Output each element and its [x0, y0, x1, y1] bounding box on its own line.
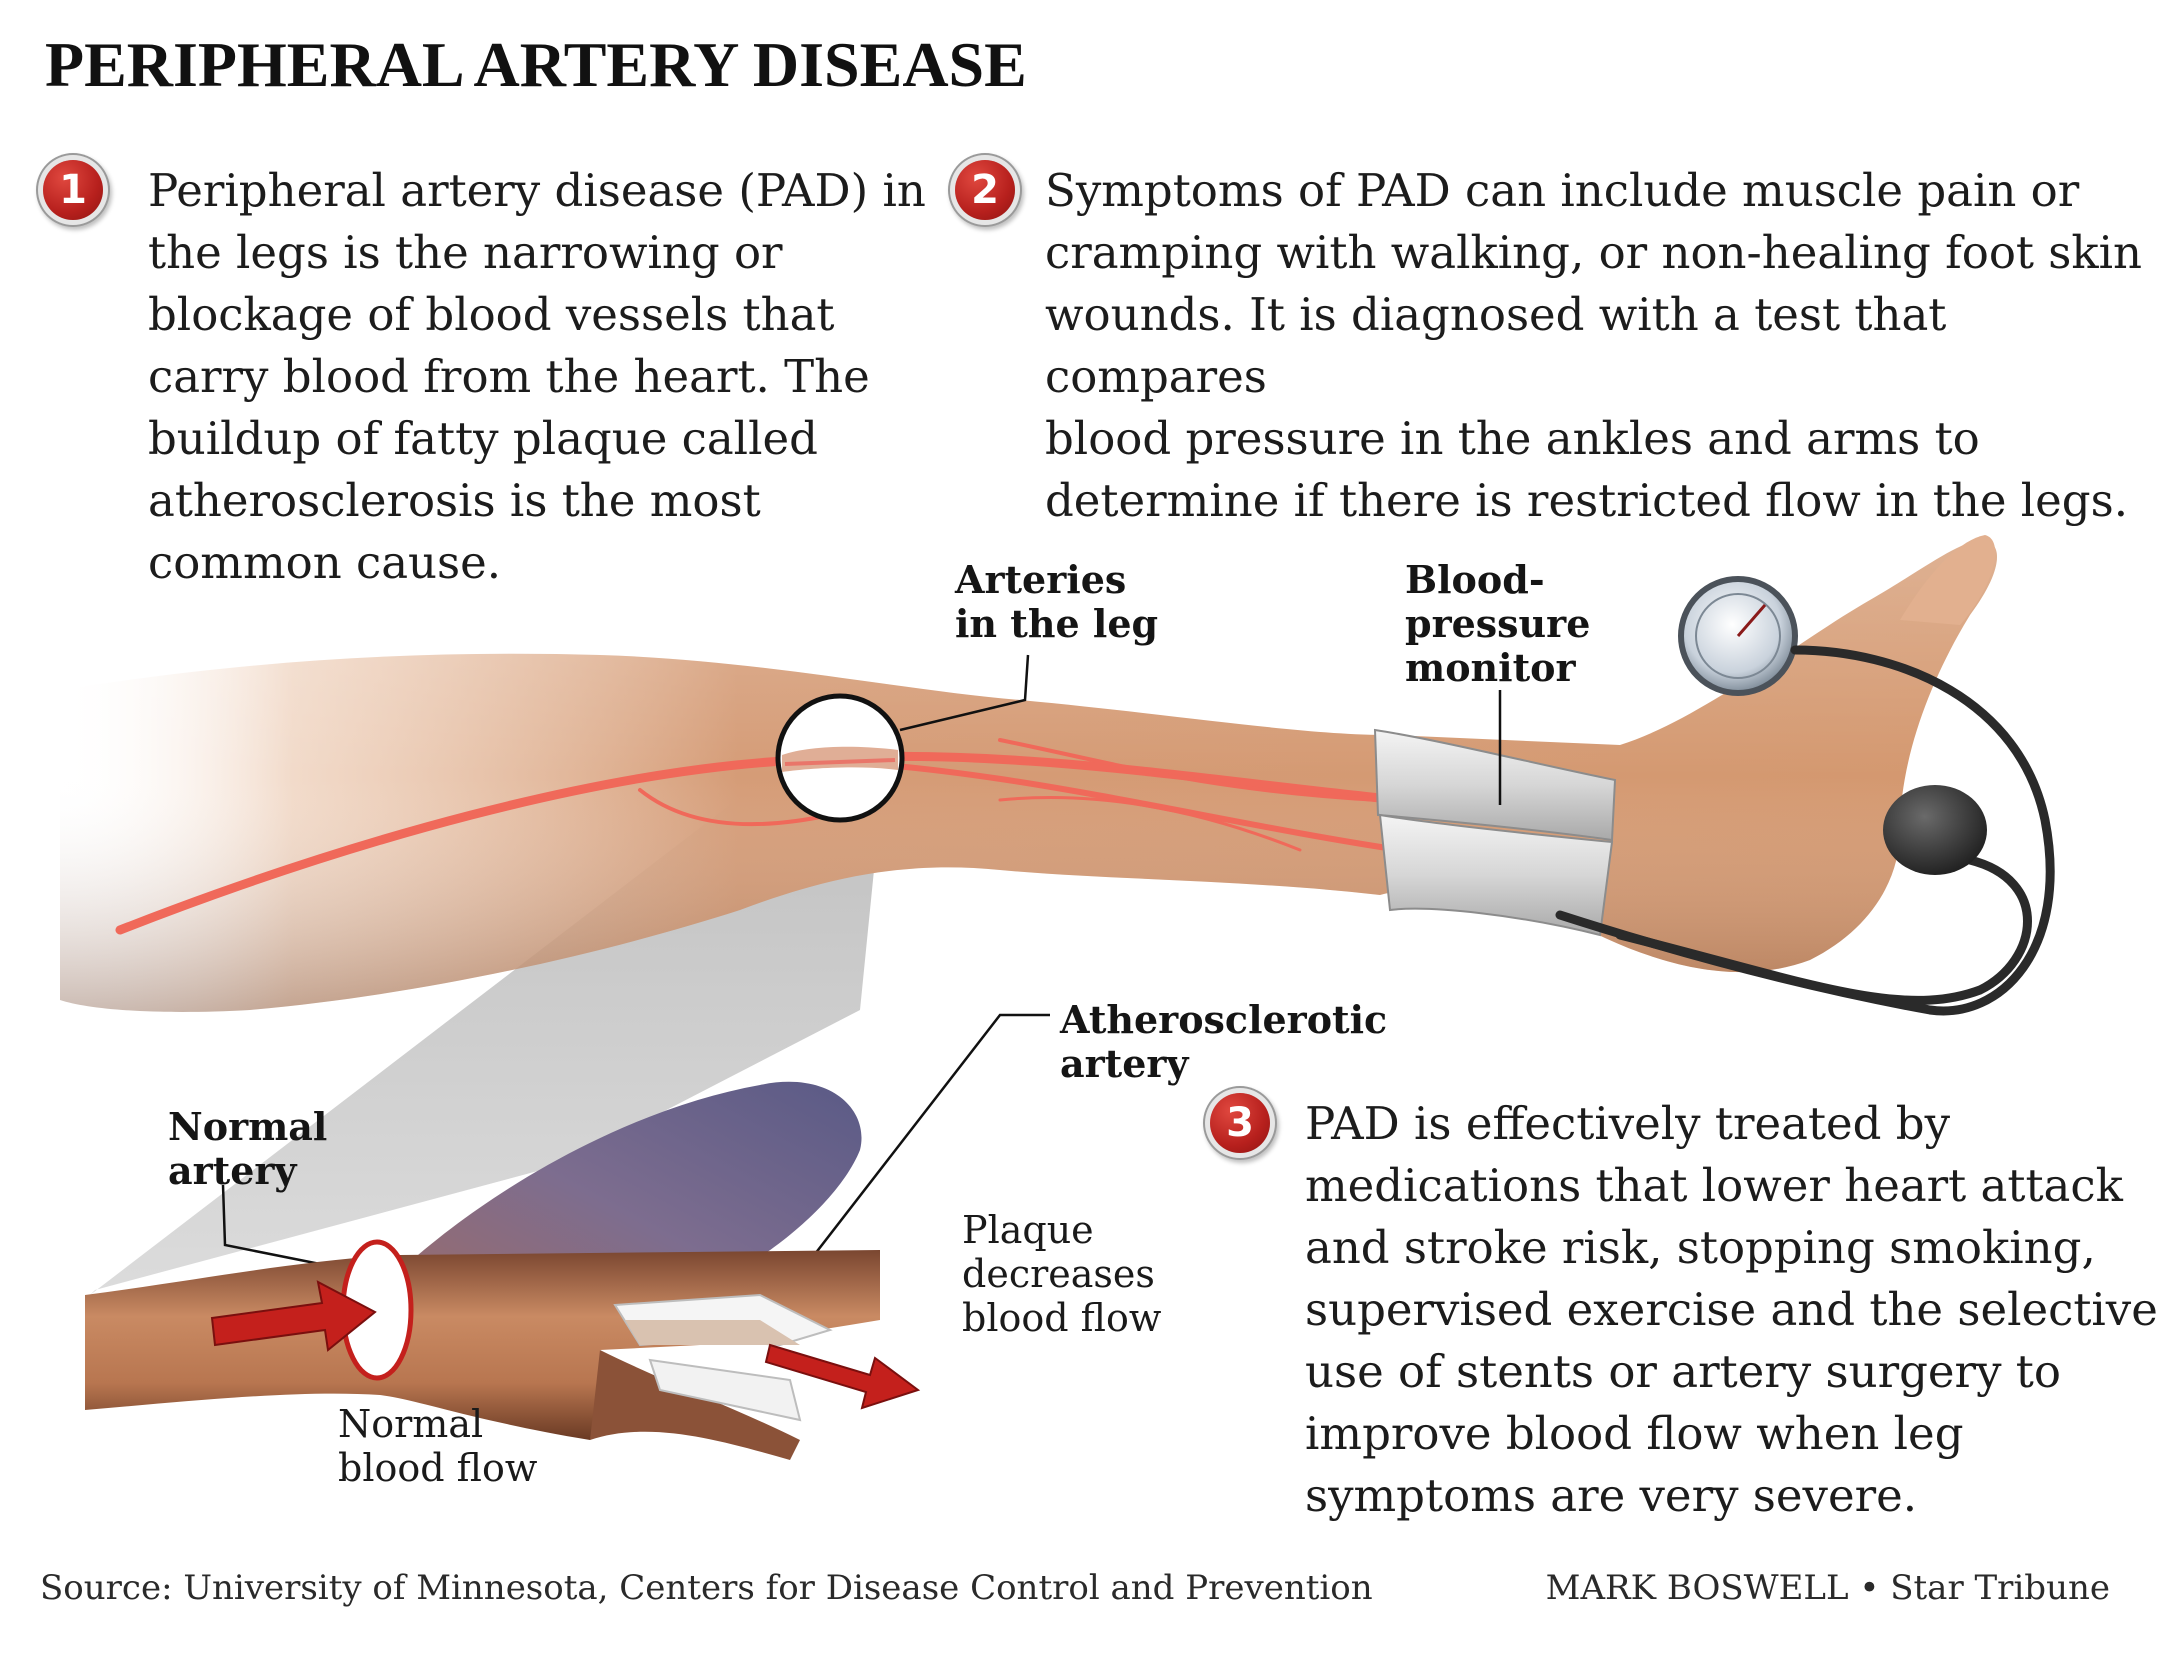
text-line: supervised exercise and the selective — [1305, 1283, 2158, 1336]
text-line: PAD is effectively treated by — [1305, 1097, 1951, 1150]
step-badge-3: 3 — [1210, 1093, 1270, 1153]
text-line: use of stents or artery surgery to — [1305, 1345, 2061, 1398]
text-line: blood pressure in the ankles and arms to — [1045, 412, 1980, 465]
text-line: common cause. — [148, 536, 502, 589]
text-line: blockage of blood vessels that — [148, 288, 835, 341]
label-plaque: Plaque decreases blood flow — [962, 1208, 1161, 1340]
bp-bulb — [1883, 785, 1987, 875]
label-line: monitor — [1405, 645, 1576, 690]
section-2-text: Symptoms of PAD can include muscle pain … — [1045, 160, 2160, 532]
label-arteries: Arteries in the leg — [955, 558, 1158, 646]
label-line: artery — [168, 1148, 297, 1193]
text-line: cramping with walking, or non-healing fo… — [1045, 226, 2143, 279]
source-credit: Source: University of Minnesota, Centers… — [40, 1568, 1373, 1608]
text-line: improve blood flow when leg — [1305, 1407, 1964, 1460]
step-badge-2: 2 — [955, 160, 1015, 220]
text-line: symptoms are very severe. — [1305, 1469, 1918, 1522]
text-line: medications that lower heart attack — [1305, 1159, 2123, 1212]
label-normal-artery: Normal artery — [168, 1105, 327, 1193]
page-title: PERIPHERAL ARTERY DISEASE — [45, 29, 1027, 100]
step-badge-1: 1 — [43, 160, 103, 220]
text-line: Symptoms of PAD can include muscle pain … — [1045, 164, 2080, 217]
text-line: buildup of fatty plaque called — [148, 412, 818, 465]
bp-cuff — [1373, 728, 1617, 842]
label-bp-monitor: Blood- pressure monitor — [1405, 558, 1590, 690]
label-line: Atherosclerotic — [1060, 997, 1388, 1042]
text-line: atherosclerosis is the most — [148, 474, 761, 527]
label-line: in the leg — [955, 601, 1159, 646]
text-line: determine if there is restricted flow in… — [1045, 474, 2129, 527]
text-line: wounds. It is diagnosed with a test that… — [1045, 288, 1947, 403]
text-line: the legs is the narrowing or — [148, 226, 783, 279]
toes — [1900, 535, 1996, 625]
section-1-text: Peripheral artery disease (PAD) in the l… — [148, 160, 926, 594]
label-line: Normal — [168, 1104, 328, 1149]
label-normal-flow: Normal blood flow — [338, 1402, 537, 1490]
text-line: carry blood from the heart. The — [148, 350, 870, 403]
artery-inset — [85, 1081, 921, 1460]
label-line: decreases — [962, 1252, 1155, 1296]
label-line: Normal — [338, 1402, 484, 1446]
label-line: blood flow — [338, 1446, 538, 1490]
label-line: Blood- — [1405, 557, 1545, 602]
text-line: and stroke risk, stopping smoking, — [1305, 1221, 2096, 1274]
label-atherosclerotic-artery: Atherosclerotic artery — [1060, 998, 1387, 1086]
author-credit: MARK BOSWELL • Star Tribune — [1545, 1568, 2110, 1608]
flow-arrow-reduced — [764, 1343, 921, 1410]
label-line: Plaque — [962, 1208, 1094, 1252]
text-line: Peripheral artery disease (PAD) in — [148, 164, 926, 217]
label-line: blood flow — [962, 1296, 1162, 1340]
flow-arrow-normal — [210, 1280, 377, 1352]
label-line: artery — [1060, 1041, 1189, 1086]
label-line: Arteries — [955, 557, 1127, 602]
section-3-text: PAD is effectively treated by medication… — [1305, 1093, 2158, 1527]
artery-tube — [85, 1250, 880, 1440]
label-line: pressure — [1405, 601, 1591, 646]
